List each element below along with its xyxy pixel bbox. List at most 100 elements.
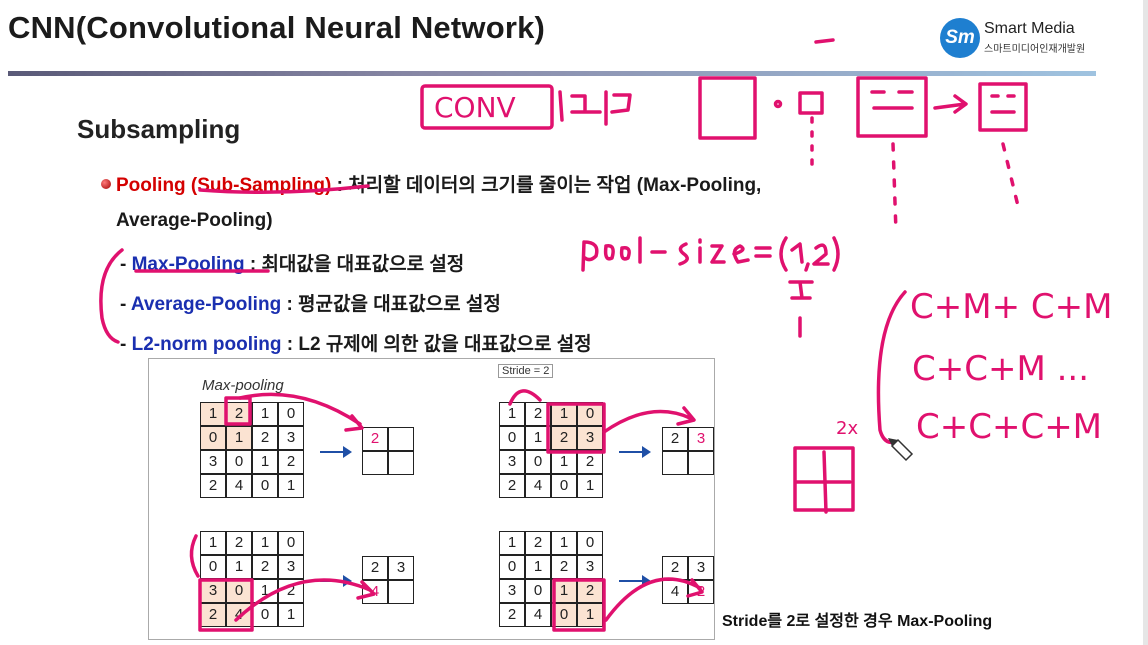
item-term: L2-norm pooling: [131, 334, 282, 355]
input-cell: 2: [499, 603, 525, 627]
output-cell: 3: [688, 556, 714, 580]
input-cell: 1: [551, 531, 577, 555]
output-cell: 2: [688, 580, 714, 604]
input-cell: 0: [226, 450, 252, 474]
input-cell: 2: [551, 426, 577, 450]
input-cell: 3: [278, 426, 304, 450]
input-cell: 1: [525, 555, 551, 579]
input-cell: 2: [525, 402, 551, 426]
input-cell: 1: [226, 426, 252, 450]
input-cell: 3: [278, 555, 304, 579]
input-cell: 0: [252, 603, 278, 627]
item-desc: : 최대값을 대표값으로 설정: [244, 254, 465, 275]
input-cell: 4: [226, 474, 252, 498]
input-cell: 4: [226, 603, 252, 627]
scrollbar[interactable]: [1143, 0, 1148, 645]
pooling-arrow-icon: [619, 446, 651, 458]
item-desc: : 평균값을 대표값으로 설정: [281, 294, 501, 315]
list-dash: -: [120, 334, 132, 355]
pooling-arrow-icon: [619, 575, 651, 587]
brand-logo: Sm Smart Media 스마트미디어인재개발원: [940, 16, 1110, 62]
input-cell: 1: [499, 402, 525, 426]
input-cell: 1: [200, 402, 226, 426]
output-cell: 3: [688, 427, 714, 451]
input-cell: 3: [200, 579, 226, 603]
input-cell: 0: [577, 531, 603, 555]
output-cell: [388, 580, 414, 604]
input-cell: 2: [499, 474, 525, 498]
input-cell: 0: [577, 402, 603, 426]
logo-mark-icon: Sm: [940, 18, 980, 58]
input-cell: 1: [252, 450, 278, 474]
input-cell: 0: [200, 555, 226, 579]
input-cell: 0: [499, 555, 525, 579]
input-cell: 2: [252, 426, 278, 450]
input-cell: 2: [252, 555, 278, 579]
conv-suffix-stroke: [558, 90, 632, 126]
list-dash: -: [120, 254, 132, 275]
output-cell: 4: [662, 580, 688, 604]
input-cell: 2: [226, 402, 252, 426]
input-cell: 1: [252, 402, 278, 426]
sequence-2: C+C+M ...: [912, 349, 1089, 389]
list-item-l2-norm-pooling: - L2-norm pooling : L2 규제에 의한 값을 대표값으로 설…: [120, 329, 592, 356]
conv-box: [420, 84, 554, 130]
pooling-desc-cont: Average-Pooling): [116, 210, 273, 231]
output-cell: [388, 451, 414, 475]
input-cell: 0: [551, 603, 577, 627]
slide-title: CNN(Convolutional Neural Network): [8, 10, 546, 45]
input-cell: 0: [252, 474, 278, 498]
output-cell: 4: [362, 580, 388, 604]
input-cell: 1: [499, 531, 525, 555]
input-cell: 2: [551, 555, 577, 579]
item-term: Max-Pooling: [131, 254, 245, 275]
logo-subtitle: 스마트미디어인재개발원: [984, 44, 1086, 55]
input-cell: 3: [577, 426, 603, 450]
list-dash: -: [120, 294, 131, 315]
title-divider: [8, 71, 1096, 76]
input-cell: 1: [551, 579, 577, 603]
output-cell: 2: [662, 556, 688, 580]
pen-cursor-icon: [888, 438, 914, 462]
output-cell: 2: [362, 427, 388, 451]
input-cell: 2: [525, 531, 551, 555]
output-cell: [688, 451, 714, 475]
input-cell: 1: [525, 426, 551, 450]
logo-name: Smart Media: [984, 20, 1075, 37]
output-cell: 3: [388, 556, 414, 580]
sequence-3: C+C+C+M: [916, 407, 1102, 447]
pooling-desc: : 처리할 데이터의 크기를 줄이는 작업 (Max-Pooling,: [331, 175, 762, 196]
input-cell: 0: [226, 579, 252, 603]
input-cell: 1: [200, 531, 226, 555]
input-cell: 1: [551, 402, 577, 426]
output-cell: [388, 427, 414, 451]
conv-text: CONV: [434, 91, 516, 124]
figure-label: Max-pooling: [202, 377, 284, 394]
pooling-arrow-icon: [320, 575, 352, 587]
input-cell: 2: [577, 450, 603, 474]
input-cell: 0: [499, 426, 525, 450]
input-box: [698, 76, 757, 140]
pooling-term: Pooling (Sub-Sampling): [116, 175, 332, 196]
figure-caption: Stride를 2로 설정한 경우 Max-Pooling: [722, 613, 993, 630]
input-cell: 1: [278, 474, 304, 498]
input-cell: 0: [200, 426, 226, 450]
output-cell: [662, 451, 688, 475]
input-cell: 3: [499, 579, 525, 603]
input-cell: 1: [577, 603, 603, 627]
input-cell: 2: [200, 603, 226, 627]
pooling-definition: Pooling (Sub-Sampling) : 처리할 데이터의 크기를 줄이…: [116, 170, 761, 197]
output-cell: [362, 451, 388, 475]
output-cell: 2: [362, 556, 388, 580]
input-cell: 4: [525, 603, 551, 627]
input-cell: 0: [278, 531, 304, 555]
input-cell: 2: [200, 474, 226, 498]
sequence-1: C+M+ C+M: [910, 287, 1112, 327]
pooling-arrow-icon: [320, 446, 352, 458]
input-cell: 0: [525, 450, 551, 474]
section-heading: Subsampling: [77, 114, 241, 144]
input-cell: 1: [551, 450, 577, 474]
list-item-max-pooling: - Max-Pooling : 최대값을 대표값으로 설정: [120, 249, 464, 276]
input-cell: 2: [577, 579, 603, 603]
input-cell: 1: [226, 555, 252, 579]
